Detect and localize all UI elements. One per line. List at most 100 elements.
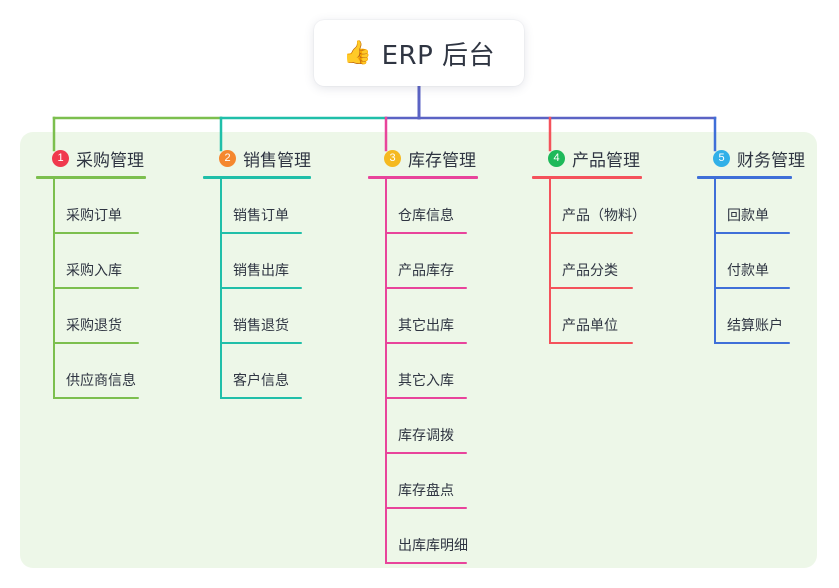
branch-header-2[interactable]: 2 销售管理 (203, 144, 346, 172)
branch-item-underline (385, 562, 467, 564)
branch-item[interactable]: 回款单 (697, 179, 827, 234)
branch-item[interactable]: 采购退货 (36, 289, 184, 344)
branch-item-underline (385, 232, 467, 234)
branch-item-underline (220, 342, 302, 344)
branch-item-underline (220, 287, 302, 289)
branch-item-label: 付款单 (727, 263, 769, 279)
branch-underline (36, 176, 146, 179)
branch-item-label: 销售退货 (233, 318, 289, 334)
branch-spine (549, 179, 551, 344)
branch-badge-icon: 4 (548, 149, 565, 167)
branch-item-list: 仓库信息产品库存其它出库其它入库库存调拨库存盘点出库库明细 (368, 179, 513, 564)
branch-item[interactable]: 产品库存 (368, 234, 513, 289)
branch-item-underline (53, 232, 139, 234)
branch-item-label: 供应商信息 (66, 373, 136, 389)
branch-item-label: 仓库信息 (398, 208, 454, 224)
branch-title: 产品管理 (572, 150, 640, 171)
branch-item-underline (385, 397, 467, 399)
root-node[interactable]: 👍 ERP 后台 (314, 20, 524, 86)
branch-badge-icon: 3 (384, 149, 401, 167)
branch-spine (53, 179, 55, 399)
branch-item[interactable]: 采购入库 (36, 234, 184, 289)
branch-column-5: 5 财务管理回款单付款单结算账户 (697, 144, 827, 344)
branch-spine (385, 179, 387, 564)
branch-item-label: 结算账户 (727, 318, 783, 334)
branch-item[interactable]: 产品（物料） (532, 179, 677, 234)
branch-item-label: 产品单位 (562, 318, 618, 334)
branch-item-label: 库存调拨 (398, 428, 454, 444)
branch-title: 销售管理 (243, 150, 311, 171)
branch-header-1[interactable]: 1 采购管理 (36, 144, 184, 172)
root-title: ERP 后台 (381, 40, 496, 71)
branch-item-underline (714, 232, 790, 234)
branch-item-underline (220, 397, 302, 399)
branch-item[interactable]: 付款单 (697, 234, 827, 289)
branch-item[interactable]: 销售订单 (203, 179, 346, 234)
branch-spine (220, 179, 222, 399)
branch-item[interactable]: 客户信息 (203, 344, 346, 399)
branch-item-underline (53, 342, 139, 344)
branch-item[interactable]: 供应商信息 (36, 344, 184, 399)
branch-item-label: 采购入库 (66, 263, 122, 279)
branch-item-underline (549, 342, 633, 344)
branch-item-label: 回款单 (727, 208, 769, 224)
branch-badge-icon: 2 (219, 149, 236, 167)
branch-item-label: 销售出库 (233, 263, 289, 279)
thumbs-up-icon: 👍 (342, 39, 372, 66)
branch-item-underline (714, 287, 790, 289)
branch-item[interactable]: 出库库明细 (368, 509, 513, 564)
branch-header-3[interactable]: 3 库存管理 (368, 144, 513, 172)
branch-item-label: 出库库明细 (398, 538, 468, 554)
branch-underline (203, 176, 311, 179)
branch-item[interactable]: 采购订单 (36, 179, 184, 234)
branch-spine (714, 179, 716, 344)
branch-item[interactable]: 库存调拨 (368, 399, 513, 454)
branch-item-underline (385, 287, 467, 289)
branch-item-underline (549, 232, 633, 234)
branch-item-underline (385, 452, 467, 454)
branch-item-label: 采购订单 (66, 208, 122, 224)
branch-item-underline (385, 507, 467, 509)
branch-item[interactable]: 其它入库 (368, 344, 513, 399)
branch-item-label: 产品库存 (398, 263, 454, 279)
branch-column-2: 2 销售管理销售订单销售出库销售退货客户信息 (203, 144, 346, 399)
branch-item[interactable]: 销售出库 (203, 234, 346, 289)
branch-item-label: 采购退货 (66, 318, 122, 334)
branch-item[interactable]: 销售退货 (203, 289, 346, 344)
branch-item-underline (714, 342, 790, 344)
branch-title: 财务管理 (737, 150, 805, 171)
branch-item-list: 销售订单销售出库销售退货客户信息 (203, 179, 346, 399)
branch-header-4[interactable]: 4 产品管理 (532, 144, 677, 172)
branch-item-label: 产品（物料） (562, 208, 646, 224)
branch-item[interactable]: 库存盘点 (368, 454, 513, 509)
branch-item-list: 产品（物料） 产品分类产品单位 (532, 179, 677, 344)
branch-item[interactable]: 其它出库 (368, 289, 513, 344)
branch-title: 采购管理 (76, 150, 144, 171)
branch-item-label: 产品分类 (562, 263, 618, 279)
branch-item-underline (220, 232, 302, 234)
branch-item-list: 回款单付款单结算账户 (697, 179, 827, 344)
branch-item-underline (53, 397, 139, 399)
branch-header-5[interactable]: 5 财务管理 (697, 144, 827, 172)
branch-item[interactable]: 产品分类 (532, 234, 677, 289)
branch-title: 库存管理 (408, 150, 476, 171)
branch-column-1: 1 采购管理采购订单采购入库采购退货供应商信息 (36, 144, 184, 399)
branch-item-underline (549, 287, 633, 289)
branch-column-3: 3 库存管理仓库信息产品库存其它出库其它入库库存调拨库存盘点出库库明细 (368, 144, 513, 564)
branch-item[interactable]: 结算账户 (697, 289, 827, 344)
branch-item[interactable]: 产品单位 (532, 289, 677, 344)
branch-underline (532, 176, 642, 179)
branch-badge-icon: 1 (52, 149, 69, 167)
branch-badge-icon: 5 (713, 149, 730, 167)
branch-item-label: 客户信息 (233, 373, 289, 389)
branch-item[interactable]: 仓库信息 (368, 179, 513, 234)
branch-item-label: 库存盘点 (398, 483, 454, 499)
branch-item-label: 销售订单 (233, 208, 289, 224)
branch-item-underline (385, 342, 467, 344)
branch-underline (368, 176, 478, 179)
branch-item-label: 其它入库 (398, 373, 454, 389)
branch-underline (697, 176, 792, 179)
branches-panel (20, 132, 817, 568)
branch-column-4: 4 产品管理产品（物料） 产品分类产品单位 (532, 144, 677, 344)
